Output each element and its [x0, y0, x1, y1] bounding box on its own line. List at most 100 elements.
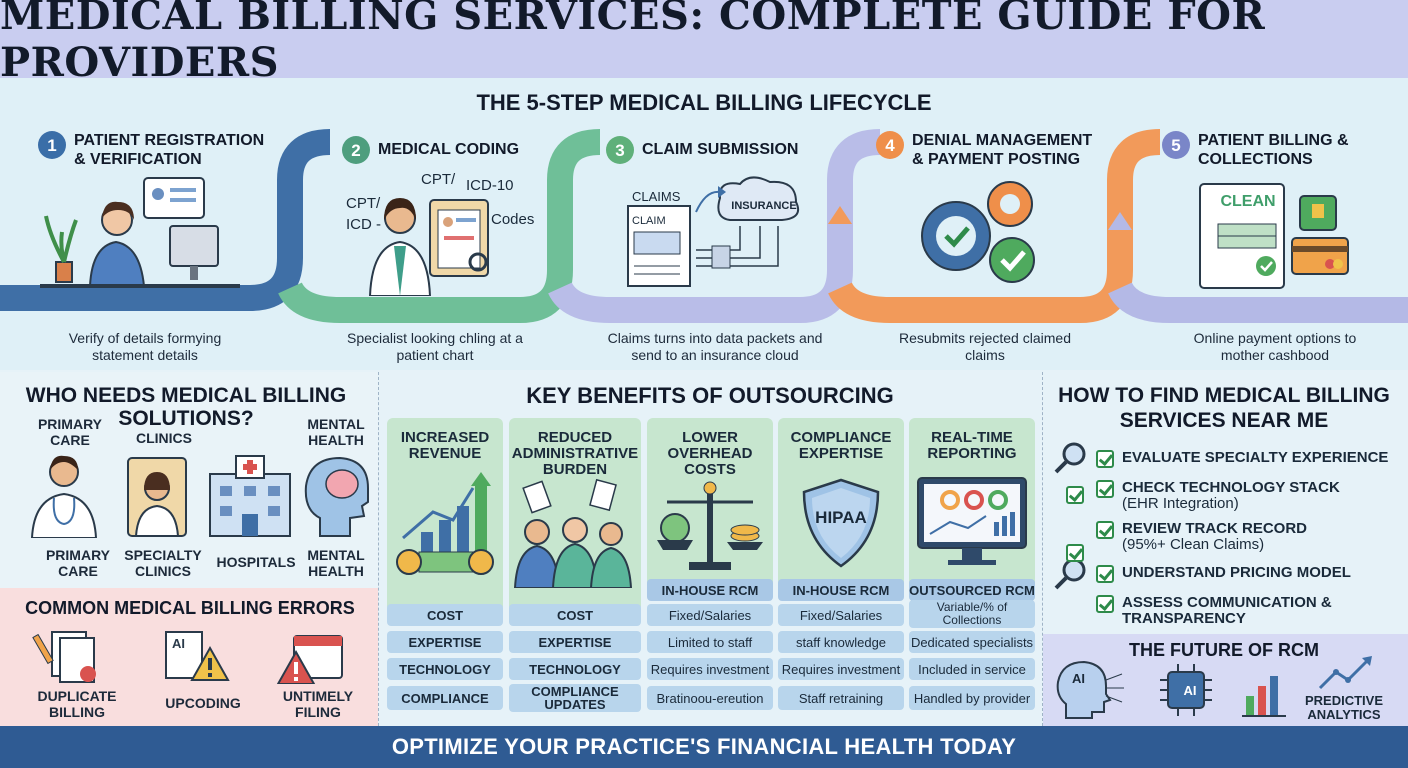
who-item-specialty-clinics: SPECIALTY CLINICS: [124, 547, 202, 579]
step-4-desc: Resubmits rejected claimed claims: [899, 330, 1071, 363]
step-3-desc: Claims turns into data packets and send …: [607, 330, 823, 363]
error-duplicate-billing: DUPLICATE BILLING: [37, 688, 117, 720]
find-item-1-text: EVALUATE SPECIALTY EXPERIENCE: [1122, 449, 1389, 466]
future-rcm-title: THE FUTURE OF RCM: [1129, 640, 1319, 660]
hipaa-label: HIPAA: [815, 508, 867, 527]
step-3-title: CLAIM SUBMISSION: [642, 141, 799, 158]
benefit-compliance-label: COMPLIANCE EXPERTISE: [790, 429, 892, 462]
table-cell: EXPERTISE: [509, 631, 641, 653]
footer-banner: OPTIMIZE YOUR PRACTICE'S FINANCIAL HEALT…: [0, 726, 1408, 768]
who-needs-icons: [30, 455, 369, 538]
table-header-outsourced: OUTSOURCED RCM: [909, 579, 1035, 601]
check-icon: [1096, 450, 1114, 468]
coding-specialist-illustration: [368, 198, 489, 296]
gears-check-illustration: [921, 181, 1035, 283]
table-cell: TECHNOLOGY: [387, 658, 503, 680]
find-item-2-text: CHECK TECHNOLOGY STACK: [1122, 479, 1340, 496]
table-header-inhouse-2: IN-HOUSE RCM: [778, 579, 904, 601]
benefit-card-revenue-head: INCREASED REVENUE: [387, 418, 503, 612]
predictive-analytics-icon: [1318, 656, 1372, 690]
step-1-title: PATIENT REGISTRATION & VERIFICATION: [74, 132, 265, 168]
lifecycle-flow-ribbon: [0, 129, 1408, 323]
who-item-hospitals: HOSPITALS: [216, 554, 296, 570]
table-cell: staff knowledge: [778, 631, 904, 653]
receptionist-illustration: [40, 177, 240, 288]
step-1-number: 1: [38, 131, 66, 159]
step-5-title: PATIENT BILLING & COLLECTIONS: [1198, 132, 1349, 168]
primary-care-icon: [30, 455, 98, 538]
step-3-header: 3 CLAIM SUBMISSION: [606, 136, 826, 164]
table-cell: EXPERTISE: [387, 631, 503, 653]
table-cell: Fixed/Salaries: [778, 604, 904, 626]
page-title: MEDICAL BILLING SERVICES: COMPLETE GUIDE…: [0, 0, 1266, 86]
table-cell: Limited to staff: [647, 631, 773, 653]
find-services-section: [1043, 372, 1408, 634]
future-ai-chip-label: AI: [1183, 683, 1197, 698]
predictive-analytics-label: PREDICTIVE ANALYTICS: [1304, 693, 1383, 722]
ai-chip-icon: [1160, 664, 1212, 716]
check-icon: [1096, 521, 1114, 539]
check-icon: [1066, 486, 1084, 504]
table-header-inhouse-1: IN-HOUSE RCM: [647, 579, 773, 601]
find-item-4: UNDERSTAND PRICING MODEL: [1096, 565, 1396, 583]
step-1-header: 1 PATIENT REGISTRATION & VERIFICATION: [38, 131, 278, 169]
find-item-5: ASSESS COMMUNICATION & TRANSPARENCY: [1096, 595, 1396, 627]
duplicate-billing-icon: [32, 631, 96, 683]
table-cell: COST: [387, 604, 503, 626]
bar-chart-icon: [1242, 676, 1286, 717]
insurance-label: INSURANCE: [731, 200, 797, 212]
billing-collections-illustration: [1199, 183, 1349, 289]
scale-icon: [657, 481, 763, 570]
step-5-desc: Online payment options to mother cashboo…: [1193, 330, 1357, 363]
table-cell: Bratinoou-ereution: [647, 686, 773, 710]
future-ai-head-label: AI: [1072, 671, 1085, 686]
table-cell: Fixed/Salaries: [647, 604, 773, 626]
errors-icons: [32, 631, 343, 684]
table-cell: COST: [509, 604, 641, 626]
divider-right: [1042, 372, 1043, 726]
table-cell: Handled by provider: [909, 686, 1035, 710]
reduced-burden-icon: [513, 478, 633, 588]
check-icon: [1096, 595, 1114, 613]
step-3-number: 3: [606, 136, 634, 164]
table-cell: Requires investment: [778, 658, 904, 680]
table-cell: Staff retraining: [778, 686, 904, 710]
step-5-header: 5 PATIENT BILLING & COLLECTIONS: [1162, 131, 1382, 169]
magnifier-icon: [1054, 442, 1086, 474]
claims-label: CLAIMS: [632, 189, 681, 204]
find-item-1: EVALUATE SPECIALTY EXPERIENCE: [1096, 450, 1396, 468]
step-4-title: DENIAL MANAGEMENT & PAYMENT POSTING: [912, 132, 1093, 168]
benefit-revenue-label: INCREASED REVENUE: [400, 429, 490, 462]
step-2-desc: Specialist looking chling at a patient c…: [347, 330, 523, 363]
error-upcoding: UPCODING: [165, 695, 241, 711]
who-item-primary-care: PRIMARY CARE: [45, 547, 111, 579]
step-5-number: 5: [1162, 131, 1190, 159]
table-cell: Requires investment: [647, 658, 773, 680]
table-cell: COMPLIANCE: [387, 686, 503, 710]
code-label-cpt-left: CPT/: [346, 195, 381, 212]
step-1-desc: Verify of details formying statement det…: [68, 330, 222, 363]
common-errors-title: COMMON MEDICAL BILLING ERRORS: [25, 598, 355, 618]
benefits-title: KEY BENEFITS OF OUTSOURCING: [526, 383, 894, 408]
magnifier-icon-2: [1054, 558, 1086, 590]
mental-health-icon: [304, 456, 369, 537]
hospital-icon: [209, 455, 291, 537]
table-cell: COMPLIANCE UPDATES: [509, 684, 641, 712]
step-2-number: 2: [342, 136, 370, 164]
find-item-5-text: ASSESS COMMUNICATION & TRANSPARENCY: [1122, 594, 1332, 627]
find-services-title: HOW TO FIND MEDICAL BILLING SERVICES NEA…: [1058, 384, 1390, 432]
code-label-icd: ICD -: [346, 216, 381, 233]
clean-label: CLEAN: [1220, 193, 1276, 210]
table-cell: TECHNOLOGY: [509, 658, 641, 680]
find-item-3: REVIEW TRACK RECORD(95%+ Clean Claims): [1096, 521, 1396, 553]
benefit-card-revenue: INCREASED REVENUE: [387, 418, 503, 612]
future-rcm-icons: [1056, 660, 1286, 719]
footer-text: OPTIMIZE YOUR PRACTICE'S FINANCIAL HEALT…: [391, 734, 1017, 759]
table-cell: Variable/% of Collections: [909, 600, 1035, 628]
step-2-header: 2 MEDICAL CODING: [342, 136, 562, 164]
dashboard-monitor-icon: [917, 477, 1027, 565]
revenue-chart-icon: [396, 472, 494, 575]
hipaa-shield-icon: [802, 478, 880, 568]
table-cell: Included in service: [909, 658, 1035, 680]
find-item-3-sub: (95%+ Clean Claims): [1122, 536, 1265, 553]
